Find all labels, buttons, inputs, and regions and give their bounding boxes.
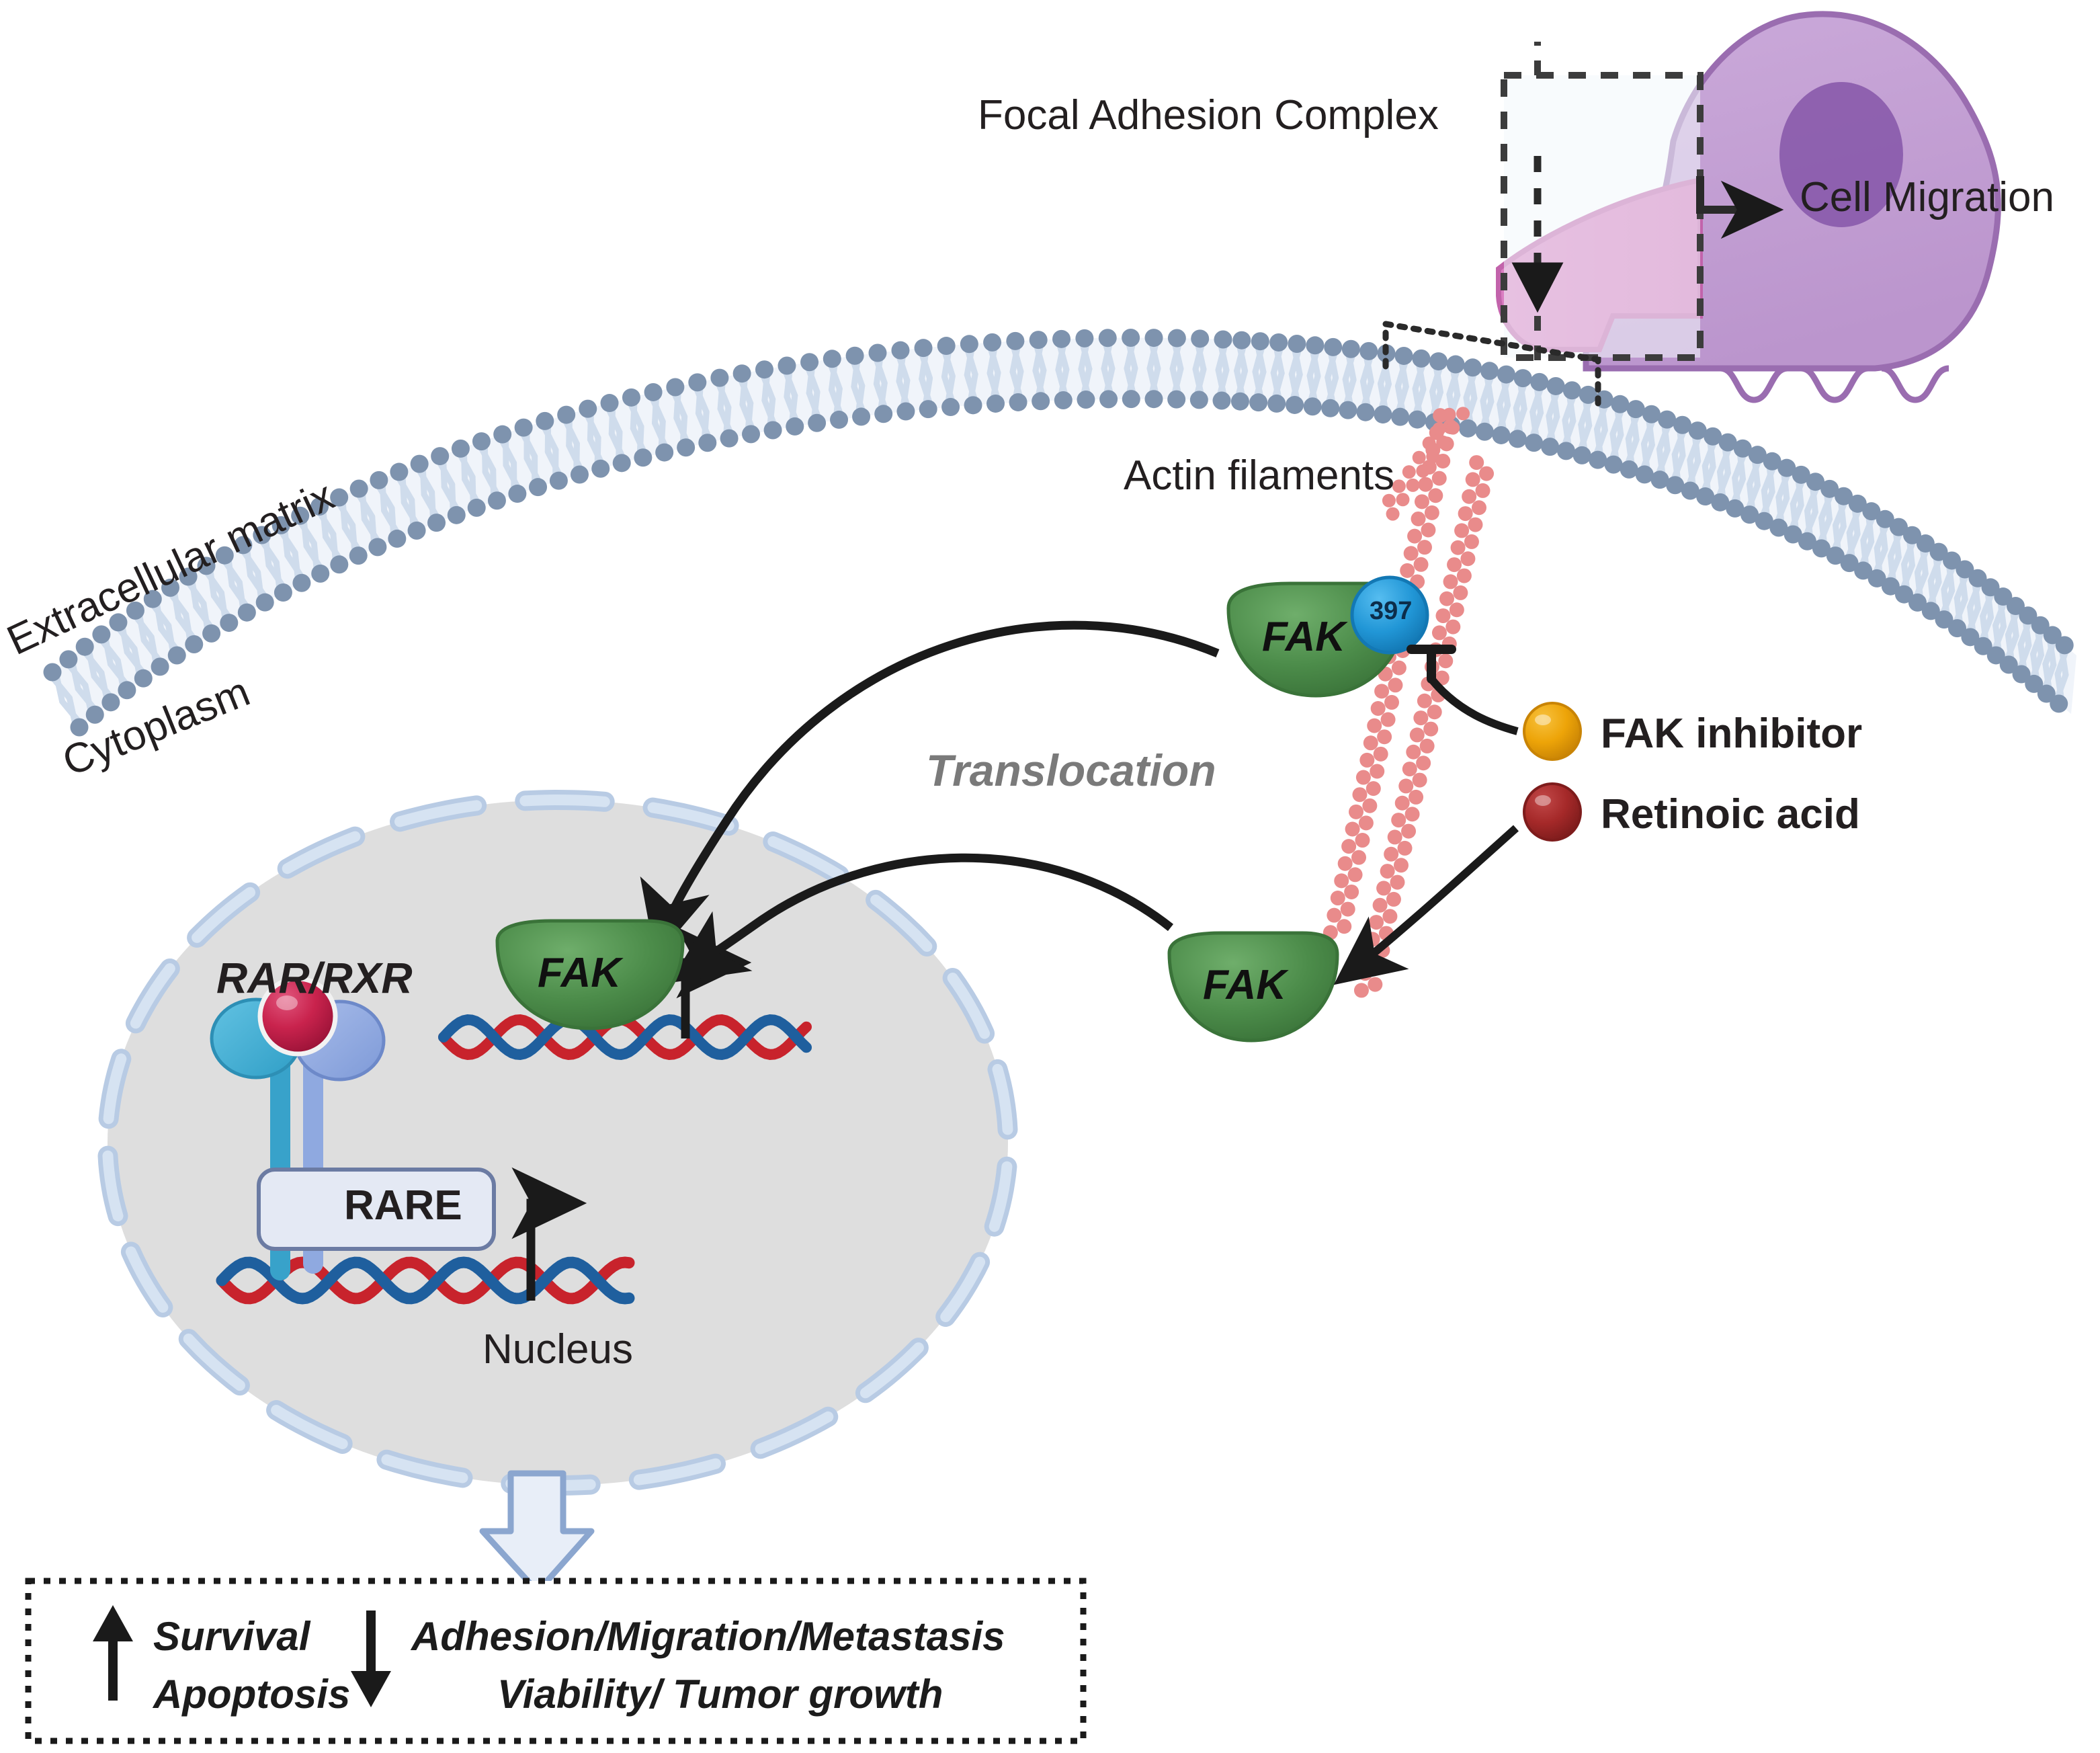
fak-membrane-complex bbox=[1226, 575, 1429, 698]
fak-nucleus-label: FAK bbox=[538, 950, 621, 996]
phospho-397-label: 397 bbox=[1370, 597, 1413, 625]
fak-inhibition-tbar bbox=[1406, 645, 1519, 735]
plasma-membrane bbox=[43, 328, 2076, 737]
transcription-arrow-rare bbox=[511, 1167, 587, 1301]
actin-filaments-label: Actin filaments bbox=[1124, 452, 1395, 499]
legend-label-fak-inhibitor: FAK inhibitor bbox=[1601, 710, 1863, 757]
fak-cytoplasm bbox=[1167, 931, 1339, 1043]
fak-cytoplasm-label: FAK bbox=[1203, 962, 1286, 1008]
nucleus bbox=[97, 789, 1018, 1496]
down-arrow-icon bbox=[351, 1611, 391, 1707]
cell-migration-arrow bbox=[1696, 176, 1784, 239]
up-arrow-icon bbox=[93, 1605, 133, 1701]
cell-migration-label: Cell Migration bbox=[1800, 174, 2055, 220]
outcome-down-line-2: Viability/ Tumor growth bbox=[497, 1672, 943, 1717]
actin-filaments bbox=[1322, 407, 1495, 998]
focal-adhesion-complex-label: Focal Adhesion Complex bbox=[978, 92, 1439, 138]
outcome-box bbox=[25, 1578, 1087, 1744]
membrane-bracket bbox=[1382, 320, 1601, 407]
translocation-label: Translocation bbox=[926, 745, 1216, 795]
translocation-arrow-membrane-to-nucleus bbox=[640, 620, 1220, 959]
legend-marker-fak-inhibitor bbox=[1523, 702, 1582, 761]
focal-adhesion-dashed-box bbox=[1501, 72, 1704, 361]
legend-label-retinoic-acid: Retinoic acid bbox=[1601, 791, 1860, 838]
nuclear-envelope bbox=[97, 789, 1018, 1496]
fak-membrane-label: FAK bbox=[1262, 614, 1345, 660]
outcome-up-line-1: Survival bbox=[153, 1614, 310, 1659]
rare-label: RARE bbox=[344, 1182, 462, 1229]
translocation-arrow-cytoplasm-to-nucleus bbox=[669, 853, 1174, 983]
fak-nucleus bbox=[495, 919, 685, 1030]
nucleus-output-arrow bbox=[479, 1470, 595, 1595]
retinoic-acid-arrow bbox=[1333, 825, 1519, 985]
legend-marker-retinoic-acid bbox=[1523, 782, 1582, 842]
rare-box bbox=[257, 1168, 496, 1251]
outcome-up-line-2: Apoptosis bbox=[153, 1672, 351, 1717]
rar-rxr-label: RAR/RXR bbox=[216, 954, 413, 1002]
outcome-down-line-1: Adhesion/Migration/Metastasis bbox=[411, 1614, 1005, 1659]
nucleus-label: Nucleus bbox=[482, 1326, 633, 1373]
